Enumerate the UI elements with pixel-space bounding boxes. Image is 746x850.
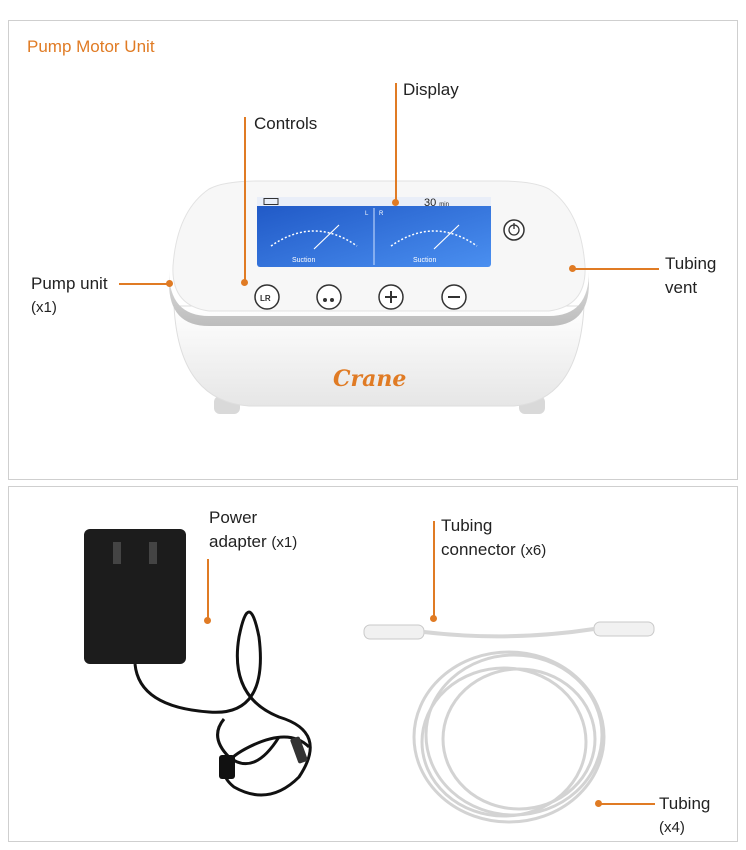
controls-leader-dot xyxy=(241,279,248,286)
section-title: Pump Motor Unit xyxy=(27,37,155,56)
power-adapter-label-2: adapter (x1) xyxy=(209,531,297,554)
plug-tip xyxy=(290,736,308,764)
power-adapter-leader-dot xyxy=(204,617,211,624)
power-adapter-leader xyxy=(207,559,209,619)
tubing-vent-label: Tubing xyxy=(665,254,717,273)
tubing-qty: (x4) xyxy=(659,819,685,836)
tubing-leader xyxy=(601,803,655,805)
tubing-connector-qty: (x6) xyxy=(520,542,547,559)
svg-text:Suction: Suction xyxy=(292,257,315,264)
tubing-connector-left xyxy=(363,624,425,640)
accessories-illustration xyxy=(84,529,655,824)
display-leader-dot xyxy=(392,199,399,206)
tubing-connector-leader-dot xyxy=(430,615,437,622)
tubing-connector-label: Tubing xyxy=(441,516,493,535)
display-label: Display xyxy=(403,80,459,99)
pump-unit-leader xyxy=(119,283,169,285)
tubing-label: Tubing xyxy=(659,794,711,813)
svg-text:R: R xyxy=(379,211,384,217)
left-gauge-needle xyxy=(313,224,340,250)
tubing-vent-leader-dot xyxy=(569,265,576,272)
power-adapter-qty: (x1) xyxy=(271,534,298,551)
pump-unit-qty: (x1) xyxy=(31,299,57,316)
tubing-coil xyxy=(412,650,606,824)
tubing-leader-dot xyxy=(595,800,602,807)
right-gauge-needle xyxy=(433,224,460,250)
tubing-vent-leader xyxy=(573,268,659,270)
pump-unit-leader-dot xyxy=(166,280,173,287)
pump-motor-unit-panel: Pump Motor Unit xyxy=(8,20,738,480)
ferrite-bead xyxy=(219,755,235,779)
tubing-connector-label-2: connector (x6) xyxy=(441,539,546,562)
battery-icon xyxy=(263,198,279,205)
controls-leader xyxy=(244,117,246,285)
controls-label: Controls xyxy=(254,114,318,133)
svg-text:L: L xyxy=(365,211,369,217)
pump-unit-label: Pump unit xyxy=(31,274,108,293)
power-adapter-body xyxy=(84,529,186,664)
brand-logo: Crane xyxy=(333,366,406,392)
lr-select-button xyxy=(254,284,280,310)
svg-text:LR: LR xyxy=(260,294,271,303)
tubing-connector-right xyxy=(593,621,655,637)
device-rim xyxy=(169,271,589,326)
device-body xyxy=(173,305,585,407)
display-leader xyxy=(395,83,397,203)
screen-status-bar xyxy=(257,197,491,206)
power-adapter-label: Power xyxy=(209,508,258,527)
mode-button xyxy=(316,284,342,310)
tubing-connector-label-text: connector xyxy=(441,540,516,559)
accessories-panel: Power adapter (x1) Tubing connector (x6)… xyxy=(8,486,738,842)
svg-text:Suction: Suction xyxy=(413,257,436,264)
tubing-vent-label-2: vent xyxy=(665,278,698,297)
power-button xyxy=(503,219,525,241)
tubing-connector-leader xyxy=(433,521,435,617)
power-adapter-label-text: adapter xyxy=(209,532,267,551)
